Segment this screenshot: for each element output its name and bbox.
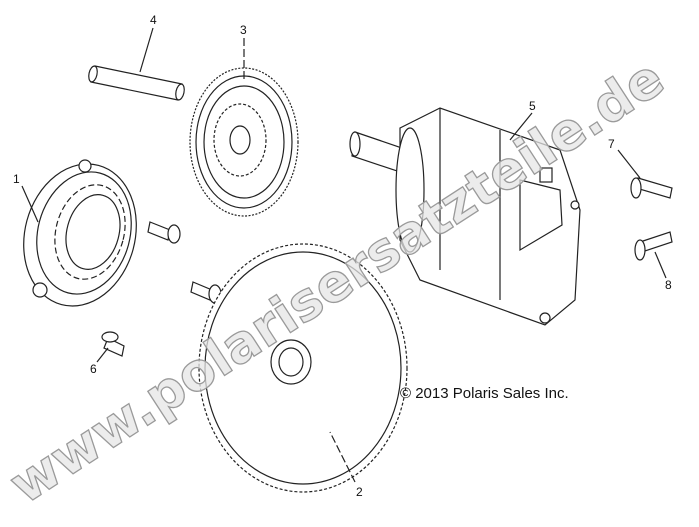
part-7-bolt bbox=[630, 177, 673, 199]
callout-1: 1 bbox=[13, 172, 20, 186]
leader-lines bbox=[21, 27, 667, 483]
copyright-text: © 2013 Polaris Sales Inc. bbox=[400, 385, 569, 402]
part-6-bolt bbox=[101, 331, 125, 357]
callout-7: 7 bbox=[608, 137, 615, 151]
part-1-clutch-ring bbox=[23, 159, 137, 307]
callout-5: 5 bbox=[529, 99, 536, 113]
callout-6: 6 bbox=[90, 362, 97, 376]
callout-4: 4 bbox=[150, 13, 157, 27]
callout-8: 8 bbox=[665, 278, 672, 292]
part-3-idler-gear bbox=[189, 67, 299, 217]
callout-3: 3 bbox=[240, 23, 247, 37]
part-5-starter-motor bbox=[349, 107, 581, 326]
bolt-small-1 bbox=[147, 221, 181, 244]
part-8-bolt bbox=[634, 231, 673, 261]
part-2-driven-gear bbox=[198, 243, 408, 493]
callout-2: 2 bbox=[356, 485, 363, 499]
part-4-pin bbox=[88, 65, 185, 101]
